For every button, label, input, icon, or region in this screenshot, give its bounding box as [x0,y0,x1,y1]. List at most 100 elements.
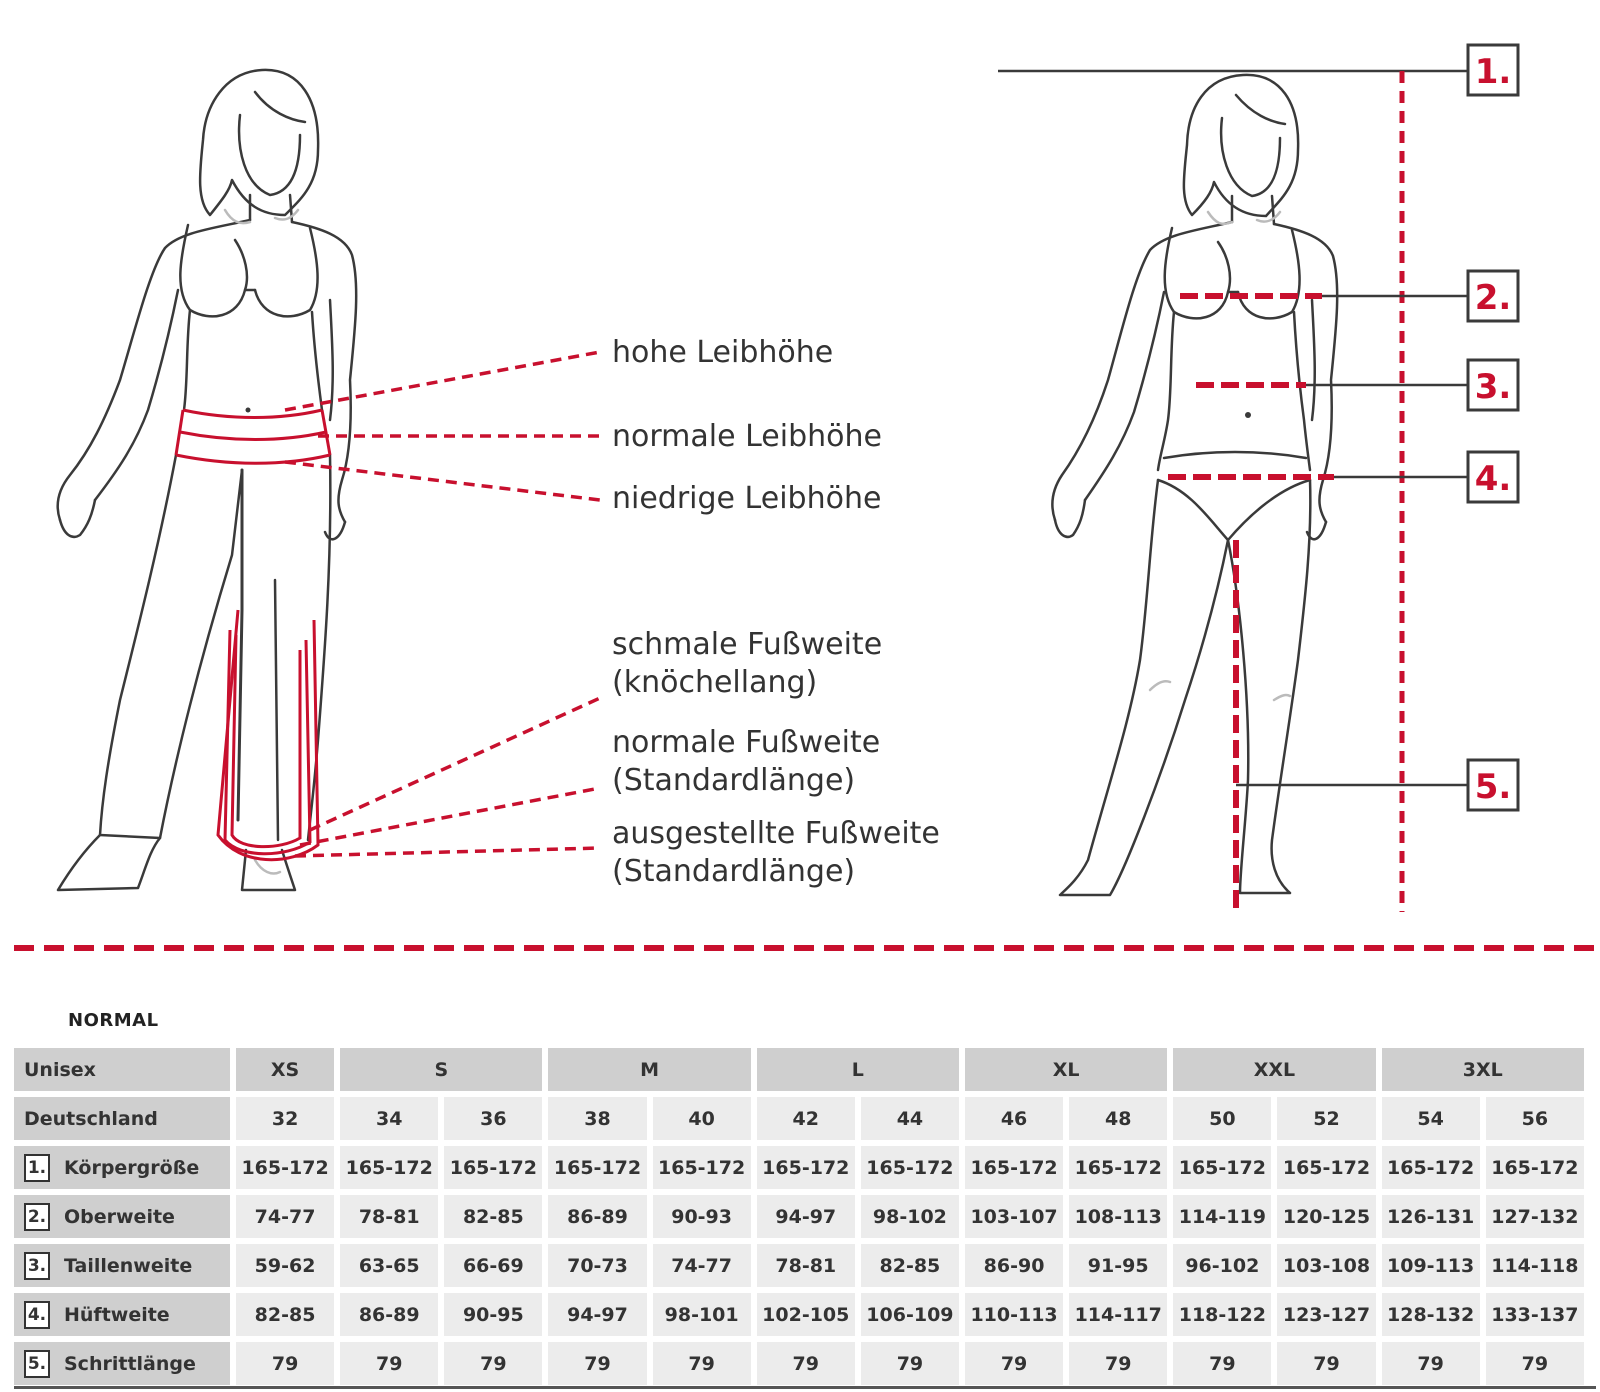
value-cell: 106-109 [860,1293,959,1336]
de-size-cell: 54 [1381,1097,1480,1140]
value-cell: 165-172 [548,1146,647,1189]
row-label: 3.Taillenweite [14,1244,230,1287]
left-figure-outline [56,68,358,892]
label-normal-rise: normale Leibhöhe [612,419,882,454]
value-cell: 126-131 [1381,1195,1480,1238]
row-number-box: 5. [24,1349,50,1378]
value-cell: 165-172 [1485,1146,1584,1189]
value-cell: 79 [1277,1342,1376,1385]
measure-number-1: 1. [1475,52,1512,92]
value-cell: 103-107 [964,1195,1064,1238]
de-size-cell: 48 [1069,1097,1168,1140]
value-cell: 133-137 [1485,1293,1584,1336]
value-cell: 165-172 [964,1146,1064,1189]
leg-width-lines [216,609,320,862]
row-label-deutschland: Deutschland [14,1097,230,1140]
value-cell: 86-89 [340,1293,439,1336]
value-cell: 90-95 [444,1293,543,1336]
size-group-cell: XL [964,1048,1168,1091]
label-normal-leg: normale Fußweite [612,725,880,760]
value-cell: 79 [1069,1342,1168,1385]
value-cell: 90-93 [652,1195,751,1238]
right-figure-outline [1051,73,1339,897]
value-cell: 82-85 [444,1195,543,1238]
de-size-cell: 50 [1173,1097,1272,1140]
value-cell: 91-95 [1069,1244,1168,1287]
row-label-text: Hüftweite [64,1303,170,1326]
value-cell: 120-125 [1277,1195,1376,1238]
row-label: 4. Hüftweite [14,1293,230,1336]
measurement-illustration: hohe Leibhöhe normale Leibhöhe niedrige … [14,43,1596,951]
value-cell: 165-172 [236,1146,335,1189]
value-cell: 165-172 [1381,1146,1480,1189]
value-cell: 165-172 [756,1146,855,1189]
label-flared-leg-sub: (Standardlänge) [612,854,855,889]
value-cell: 98-102 [860,1195,959,1238]
de-size-cell: 32 [236,1097,335,1140]
value-cell: 74-77 [236,1195,335,1238]
label-flared-leg: ausgestellte Fußweite [612,816,940,851]
value-cell: 96-102 [1173,1244,1272,1287]
row-label: 1.Körpergröße [14,1146,230,1189]
size-group-cell: XXL [1173,1048,1376,1091]
value-cell: 86-89 [548,1195,647,1238]
measure-number-2: 2. [1475,278,1512,318]
row-number-box: 2. [24,1202,50,1231]
value-cell: 127-132 [1485,1195,1584,1238]
row-number-box: 4. [24,1300,50,1329]
row-label-unisex: Unisex [14,1048,230,1091]
value-cell: 94-97 [756,1195,855,1238]
value-cell: 79 [340,1342,439,1385]
size-group-cell: 3XL [1381,1048,1584,1091]
value-cell: 123-127 [1277,1293,1376,1336]
de-size-cell: 44 [860,1097,959,1140]
value-cell: 63-65 [340,1244,439,1287]
value-cell: 74-77 [652,1244,751,1287]
value-cell: 165-172 [340,1146,439,1189]
measure-number-4: 4. [1475,459,1512,499]
size-group-cell: L [756,1048,959,1091]
value-cell: 79 [548,1342,647,1385]
row-number-box: 3. [24,1251,50,1280]
value-cell: 59-62 [236,1244,335,1287]
value-cell: 79 [444,1342,543,1385]
de-size-cell: 52 [1277,1097,1376,1140]
de-size-cell: 34 [340,1097,439,1140]
leader-lines-left [284,350,601,858]
value-cell: 118-122 [1173,1293,1272,1336]
measure-number-5: 5. [1475,767,1512,807]
left-details [245,407,251,413]
value-cell: 128-132 [1381,1293,1480,1336]
label-low-rise: niedrige Leibhöhe [612,481,881,516]
table-heading: NORMAL [68,1010,159,1031]
waistband-lines [174,408,332,465]
value-cell: 165-172 [1173,1146,1272,1189]
value-cell: 78-81 [340,1195,439,1238]
value-cell: 165-172 [444,1146,543,1189]
size-group-cell: XS [236,1048,335,1091]
value-cell: 109-113 [1381,1244,1480,1287]
value-cell: 79 [860,1342,959,1385]
row-label-text: Schrittlänge [64,1352,196,1375]
value-cell: 98-101 [652,1293,751,1336]
de-size-cell: 36 [444,1097,543,1140]
de-size-cell: 46 [964,1097,1064,1140]
value-cell: 103-108 [1277,1244,1376,1287]
value-cell: 66-69 [444,1244,543,1287]
measure-number-boxes: 1. 2. 3. 4. 5. [1466,43,1520,812]
row-label: 2.Oberweite [14,1195,230,1238]
value-cell: 165-172 [860,1146,959,1189]
label-high-rise: hohe Leibhöhe [612,335,833,370]
value-cell: 79 [1485,1342,1584,1385]
size-group-cell: M [548,1048,751,1091]
right-details [1245,412,1251,418]
de-size-cell: 40 [652,1097,751,1140]
value-cell: 86-90 [964,1244,1064,1287]
value-cell: 165-172 [1069,1146,1168,1189]
